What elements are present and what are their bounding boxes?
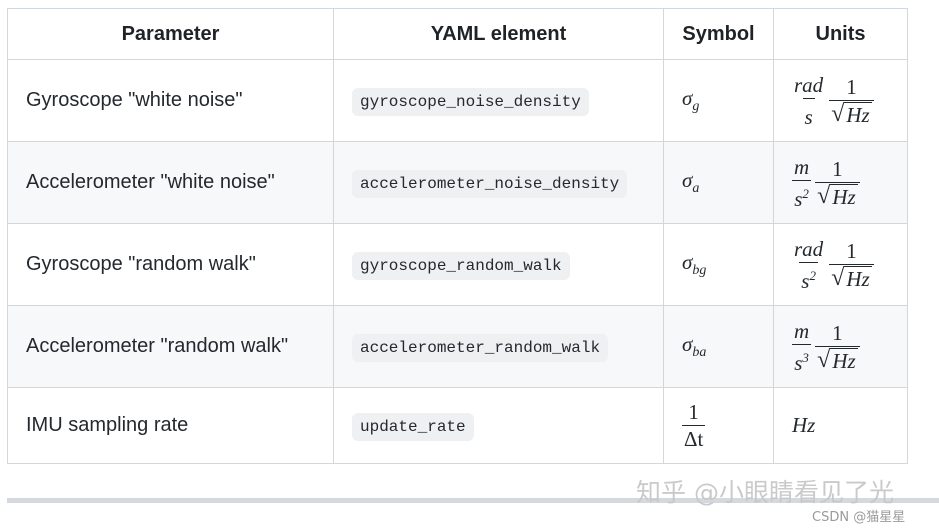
symbol-cell: σa (663, 141, 774, 224)
unit-root-fraction: 1√Hz (815, 320, 860, 373)
unit-root-fraction: 1√Hz (829, 74, 874, 127)
yaml-cell: gyroscope_random_walk (333, 223, 664, 306)
table-row: Accelerometer "white noise" acceleromete… (7, 141, 908, 224)
watermark: 知乎 @小眼睛看见了光 (636, 478, 894, 507)
symbol-math: σba (682, 331, 707, 361)
parameter-cell: IMU sampling rate (7, 387, 334, 464)
symbol-cell: σg (663, 59, 774, 142)
symbol-math: σbg (682, 249, 707, 279)
parameter-cell: Gyroscope "white noise" (7, 59, 334, 142)
header-symbol: Symbol (663, 8, 774, 60)
table-header-row: Parameter YAML element Symbol Units (7, 8, 908, 60)
table-row: Gyroscope "white noise" gyroscope_noise_… (7, 59, 908, 142)
yaml-code: accelerometer_random_walk (352, 334, 609, 362)
header-parameter: Parameter (7, 8, 334, 60)
yaml-code: accelerometer_noise_density (352, 170, 628, 198)
table-row: Gyroscope "random walk" gyroscope_random… (7, 223, 908, 306)
header-units: Units (773, 8, 908, 60)
unit-root-fraction: 1√Hz (829, 238, 874, 291)
yaml-cell: accelerometer_noise_density (333, 141, 664, 224)
yaml-code: update_rate (352, 413, 474, 441)
unit-text: Hz (792, 413, 816, 437)
yaml-cell: gyroscope_noise_density (333, 59, 664, 142)
parameters-table: Parameter YAML element Symbol Units Gyro… (7, 8, 908, 464)
symbol-cell: σba (663, 305, 774, 388)
symbol-math: σg (682, 85, 700, 115)
unit-root-fraction: 1√Hz (815, 156, 860, 209)
table-row: Accelerometer "random walk" acceleromete… (7, 305, 908, 388)
symbol-cell: σbg (663, 223, 774, 306)
parameter-cell: Accelerometer "white noise" (7, 141, 334, 224)
parameter-cell: Accelerometer "random walk" (7, 305, 334, 388)
credit-label: CSDN @猫星星 (812, 510, 906, 525)
yaml-code: gyroscope_noise_density (352, 88, 589, 116)
yaml-cell: update_rate (333, 387, 664, 464)
yaml-code: gyroscope_random_walk (352, 252, 570, 280)
yaml-cell: accelerometer_random_walk (333, 305, 664, 388)
units-cell: Hz (773, 387, 908, 464)
parameter-cell: Gyroscope "random walk" (7, 223, 334, 306)
divider (7, 498, 939, 503)
header-yaml-element: YAML element (333, 8, 664, 60)
symbol-math: σa (682, 167, 700, 197)
